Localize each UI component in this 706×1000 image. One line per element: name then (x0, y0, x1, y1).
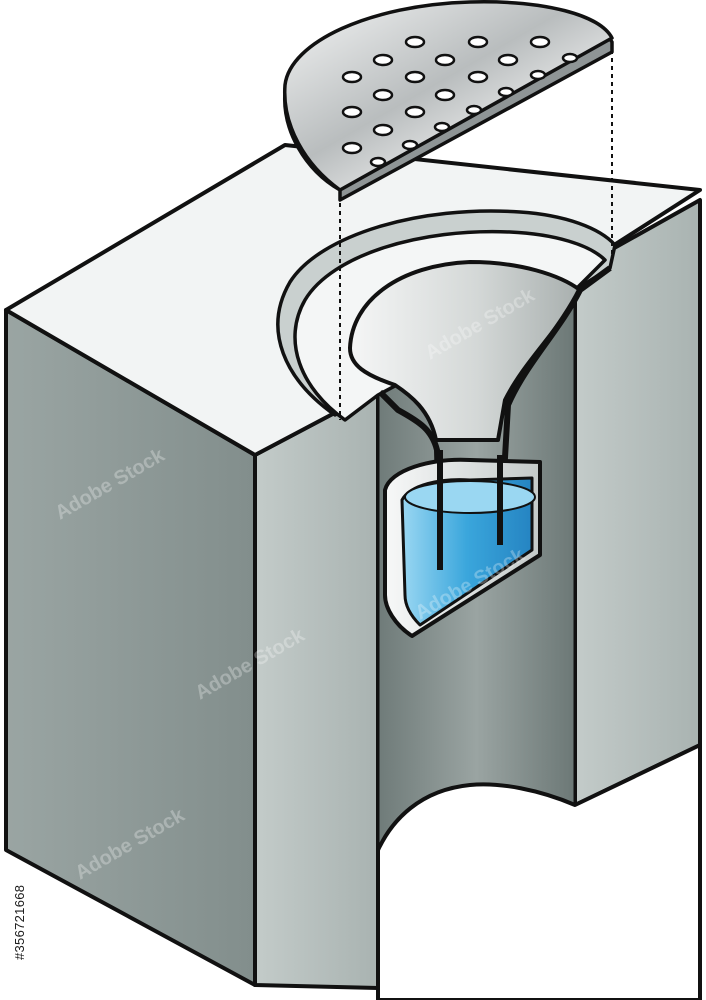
block-arch-opening (376, 743, 702, 1000)
alignment-guides (339, 50, 613, 420)
funnel-icon (348, 260, 612, 566)
block-front-pillar-face (253, 388, 380, 990)
water-trap-icon (383, 450, 542, 638)
trap-inner-pipe (437, 450, 503, 570)
funnel-wall-right (497, 265, 612, 546)
block-right-face (573, 198, 702, 807)
grate-holes (341, 35, 579, 168)
perforated-grate-icon (283, 0, 614, 202)
trap-water-surface (404, 480, 536, 514)
funnel-wall-left (377, 389, 443, 566)
